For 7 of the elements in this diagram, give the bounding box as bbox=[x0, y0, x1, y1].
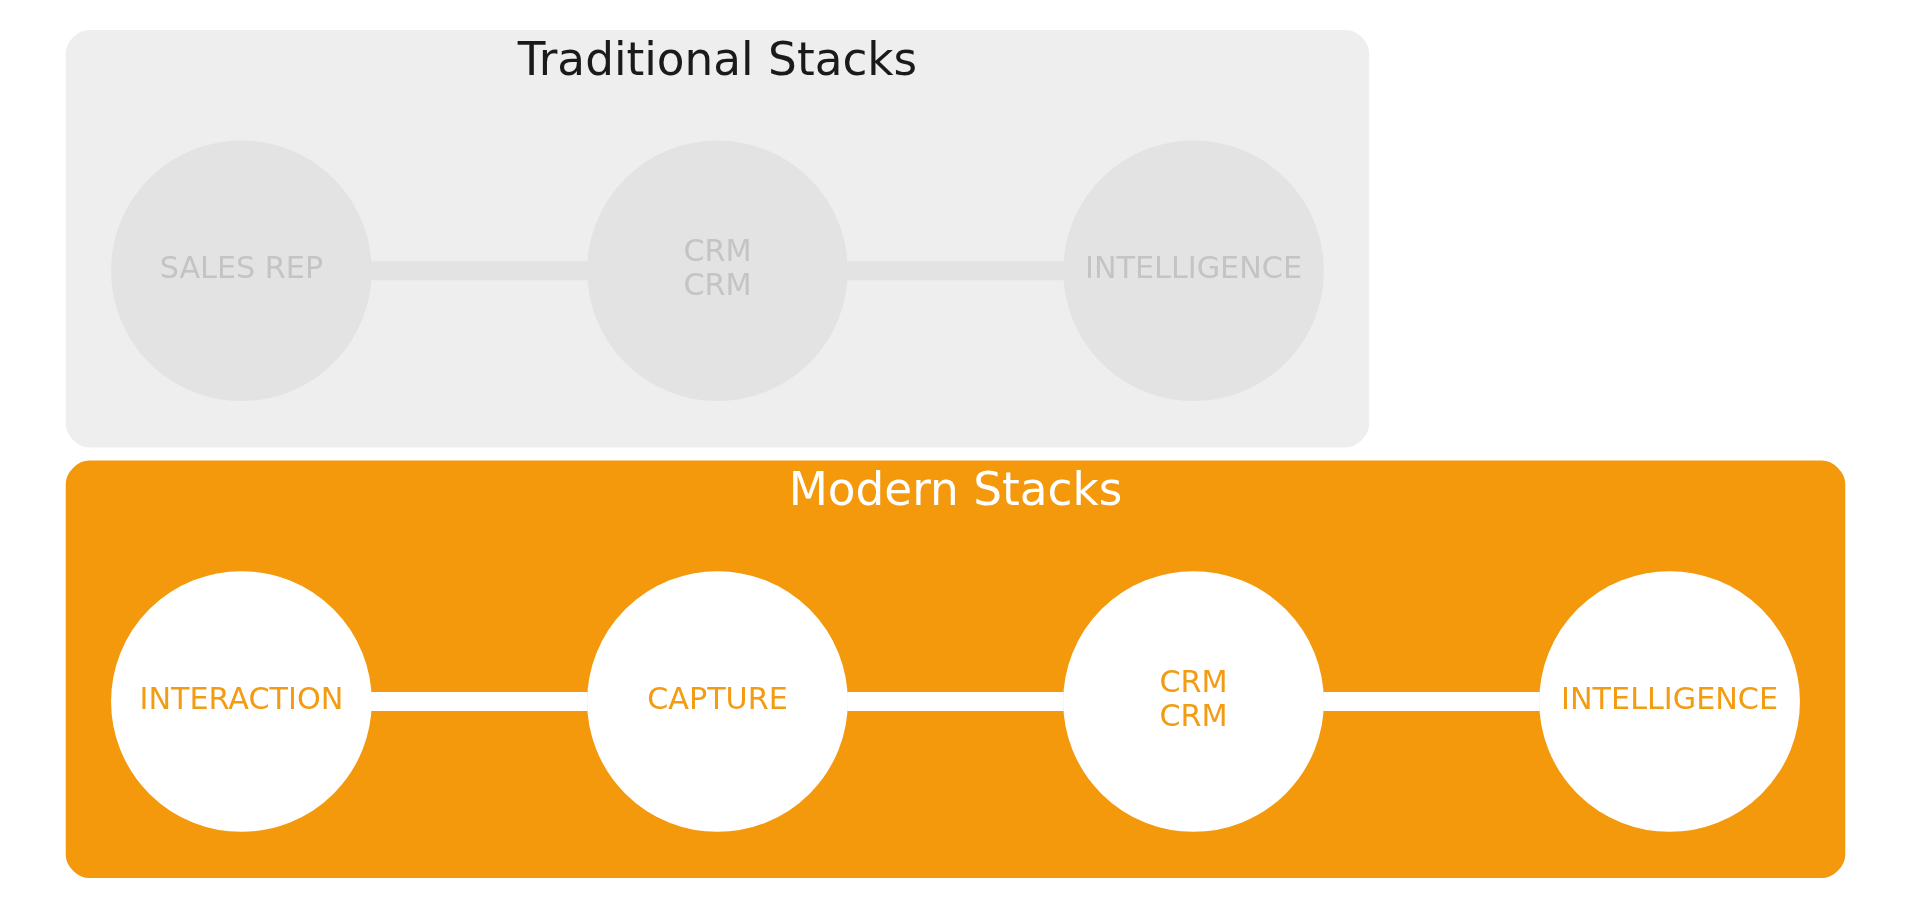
node-circle: CRM CRM bbox=[1063, 571, 1324, 832]
connector bbox=[847, 692, 1064, 711]
node-circle: INTELLIGENCE bbox=[1539, 571, 1800, 832]
connector bbox=[1323, 692, 1540, 711]
node-circle: CAPTURE bbox=[587, 571, 848, 832]
node-circle: INTERACTION bbox=[111, 571, 372, 832]
connector bbox=[371, 692, 588, 711]
